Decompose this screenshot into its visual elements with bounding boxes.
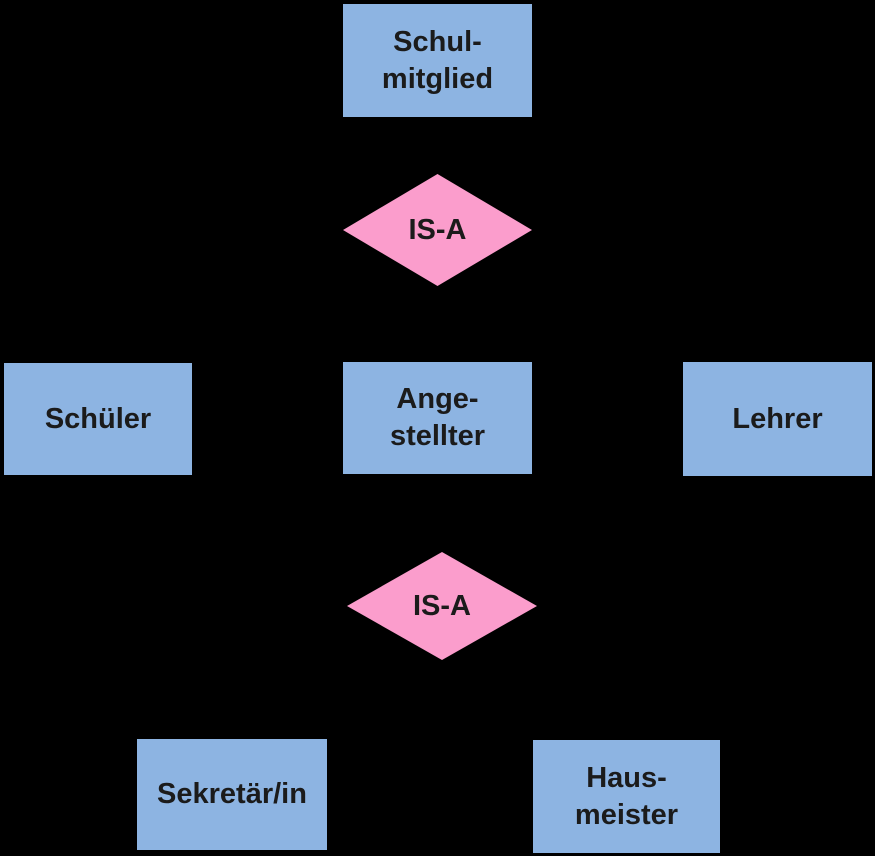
entity-lehrer-label: Lehrer: [732, 402, 823, 435]
entity-hausmeister: Haus- meister: [533, 740, 720, 853]
entity-schulmitglied-label: Schul- mitglied: [381, 25, 494, 95]
relationship-isa-bottom-label: IS-A: [413, 589, 471, 622]
relationship-isa-bottom: IS-A: [347, 552, 537, 660]
entity-schueler-label: Schüler: [44, 402, 152, 435]
entity-angestellter: Ange- stellter: [343, 362, 532, 474]
entity-schueler: Schüler: [4, 363, 192, 475]
relationship-isa-top-label: IS-A: [408, 213, 467, 246]
entity-schulmitglied: Schul- mitglied: [343, 4, 532, 117]
entity-lehrer: Lehrer: [683, 362, 872, 476]
relationship-isa-top: IS-A: [343, 174, 532, 286]
entity-angestellter-label: Ange- stellter: [389, 383, 486, 452]
entity-hausmeister-label: Haus- meister: [574, 761, 679, 831]
entity-sekretaerin: Sekretär/in: [137, 739, 327, 850]
entity-sekretaerin-label: Sekretär/in: [157, 778, 307, 810]
